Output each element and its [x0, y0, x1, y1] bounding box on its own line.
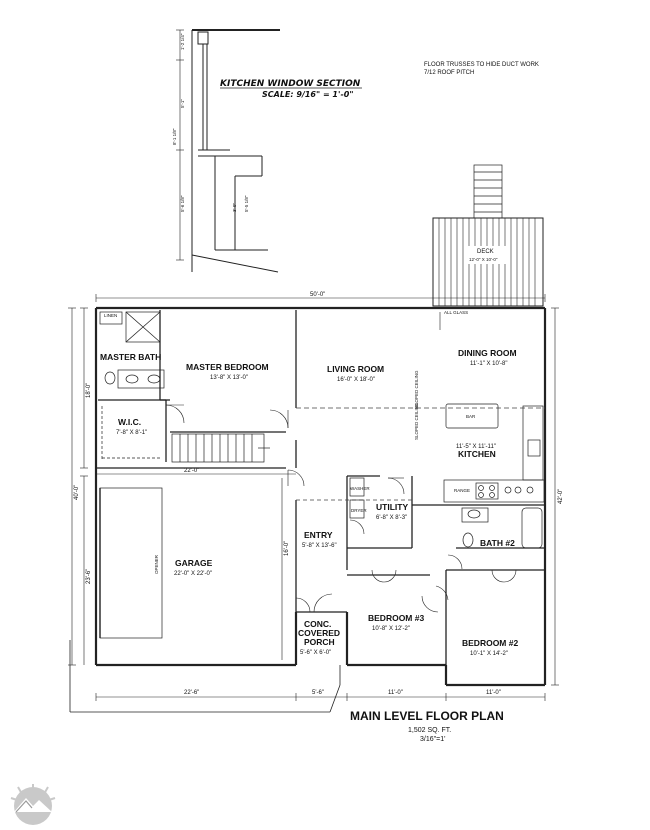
master-bedroom-size: 13'-8" X 13'-0" — [210, 375, 248, 381]
section-dim-1: 1'-2 1/4" — [180, 33, 185, 50]
garage-size: 22'-0" X 22'-0" — [174, 571, 212, 577]
washer-label: WASHER — [350, 486, 370, 491]
dim-garage-depth: 16'-0" — [284, 541, 290, 556]
entry-label: ENTRY — [304, 530, 333, 540]
bedroom2-label: BEDROOM #2 — [462, 638, 518, 648]
bottom-dim-2: 5'-6" — [312, 690, 324, 696]
porch-label-3: PORCH — [304, 637, 335, 647]
dim-garage-width: 22'-0" — [184, 468, 199, 474]
plan-scale: 3/16"=1' — [420, 736, 445, 743]
porch-size: 5'-6" X 6'-0" — [300, 650, 331, 656]
interior-walls — [96, 310, 545, 665]
fixtures — [99, 311, 545, 639]
dim-right-total: 42'-0" — [558, 489, 564, 504]
section-dim-4: 5'-6 1/8" — [180, 195, 185, 212]
note-roof-pitch: 7/12 ROOF PITCH — [424, 70, 474, 76]
deck-size: 12'-0" X 10'-0" — [469, 257, 498, 262]
plan-title: MAIN LEVEL FLOOR PLAN — [350, 709, 504, 723]
bottom-dim-4: 11'-0" — [486, 690, 501, 696]
bath2-label: BATH #2 — [480, 538, 515, 548]
section-title: KITCHEN WINDOW SECTION — [220, 79, 361, 89]
sloped-ceiling-b: SLOPED CEILING — [414, 402, 419, 440]
bedroom3-size: 10'-8" X 12'-2" — [372, 626, 410, 632]
kitchen-size: 11'-5" X 11'-11" — [456, 444, 496, 450]
utility-label: UTILITY — [376, 502, 408, 512]
section-dim-3: 8'-1 1/8" — [172, 128, 177, 145]
sun-mountain-logo-icon — [10, 784, 56, 825]
plan-area: 1,502 SQ. FT. — [408, 727, 451, 734]
range-label: RANGE — [454, 488, 470, 493]
bedroom3-label: BEDROOM #3 — [368, 613, 424, 623]
kitchen-label: KITCHEN — [458, 449, 496, 459]
bottom-dim-3: 11'-0" — [388, 690, 403, 696]
section-scale: SCALE: 9/16" = 1'-0" — [262, 90, 354, 99]
dim-top: 50'-0" — [310, 292, 325, 298]
master-bath-label: MASTER BATH — [100, 352, 161, 362]
dim-garage-left: 23'-6" — [86, 569, 92, 584]
dimension-lines — [68, 294, 559, 701]
dining-room-size: 11'-1" X 10'-8" — [470, 361, 507, 367]
note-trusses: FLOOR TRUSSES TO HIDE DUCT WORK — [424, 62, 539, 68]
dining-room-label: DINING ROOM — [458, 348, 517, 358]
entry-size: 5'-8" X 13'-6" — [302, 543, 337, 549]
chimney — [473, 164, 503, 219]
garage-label: GARAGE — [175, 558, 213, 568]
deck — [432, 217, 544, 307]
utility-size: 6'-8" X 8'-3" — [376, 515, 407, 521]
dryer-label: DRYER — [351, 508, 367, 513]
bar-label: BAR — [466, 414, 476, 419]
wic-size: 7'-8" X 8'-1" — [116, 430, 147, 436]
section-dim-6: 5'-5 1/8" — [244, 195, 249, 212]
bedroom2-size: 10'-1" X 14'-2" — [470, 651, 508, 657]
porch-driveway — [69, 640, 341, 713]
sloped-ceiling-a: SLOPED CEILING — [414, 370, 419, 408]
all-glass-label: ALL GLASS — [444, 310, 468, 315]
section-dim-5: 3'-0" — [232, 203, 237, 212]
opener-label: OPENER — [154, 554, 159, 574]
dim-left-total: 40'-0" — [74, 485, 80, 500]
porch-label-2: COVERED — [298, 628, 340, 638]
doors — [165, 404, 517, 613]
living-room-size: 16'-0" X 18'-0" — [337, 377, 375, 383]
master-bedroom-label: MASTER BEDROOM — [186, 362, 269, 372]
porch-label-1: CONC. — [304, 619, 331, 629]
deck-label: DECK — [477, 249, 494, 255]
exterior-walls — [94, 306, 547, 687]
linen-label: LINEN — [104, 313, 117, 318]
bottom-dim-1: 22'-6" — [184, 690, 199, 696]
dim-left-upper: 18'-0" — [86, 383, 92, 398]
living-room-label: LIVING ROOM — [327, 364, 384, 374]
kitchen-window-section — [176, 29, 280, 273]
wic-label: W.I.C. — [118, 417, 141, 427]
section-dim-2: 5'-1" — [180, 99, 185, 108]
